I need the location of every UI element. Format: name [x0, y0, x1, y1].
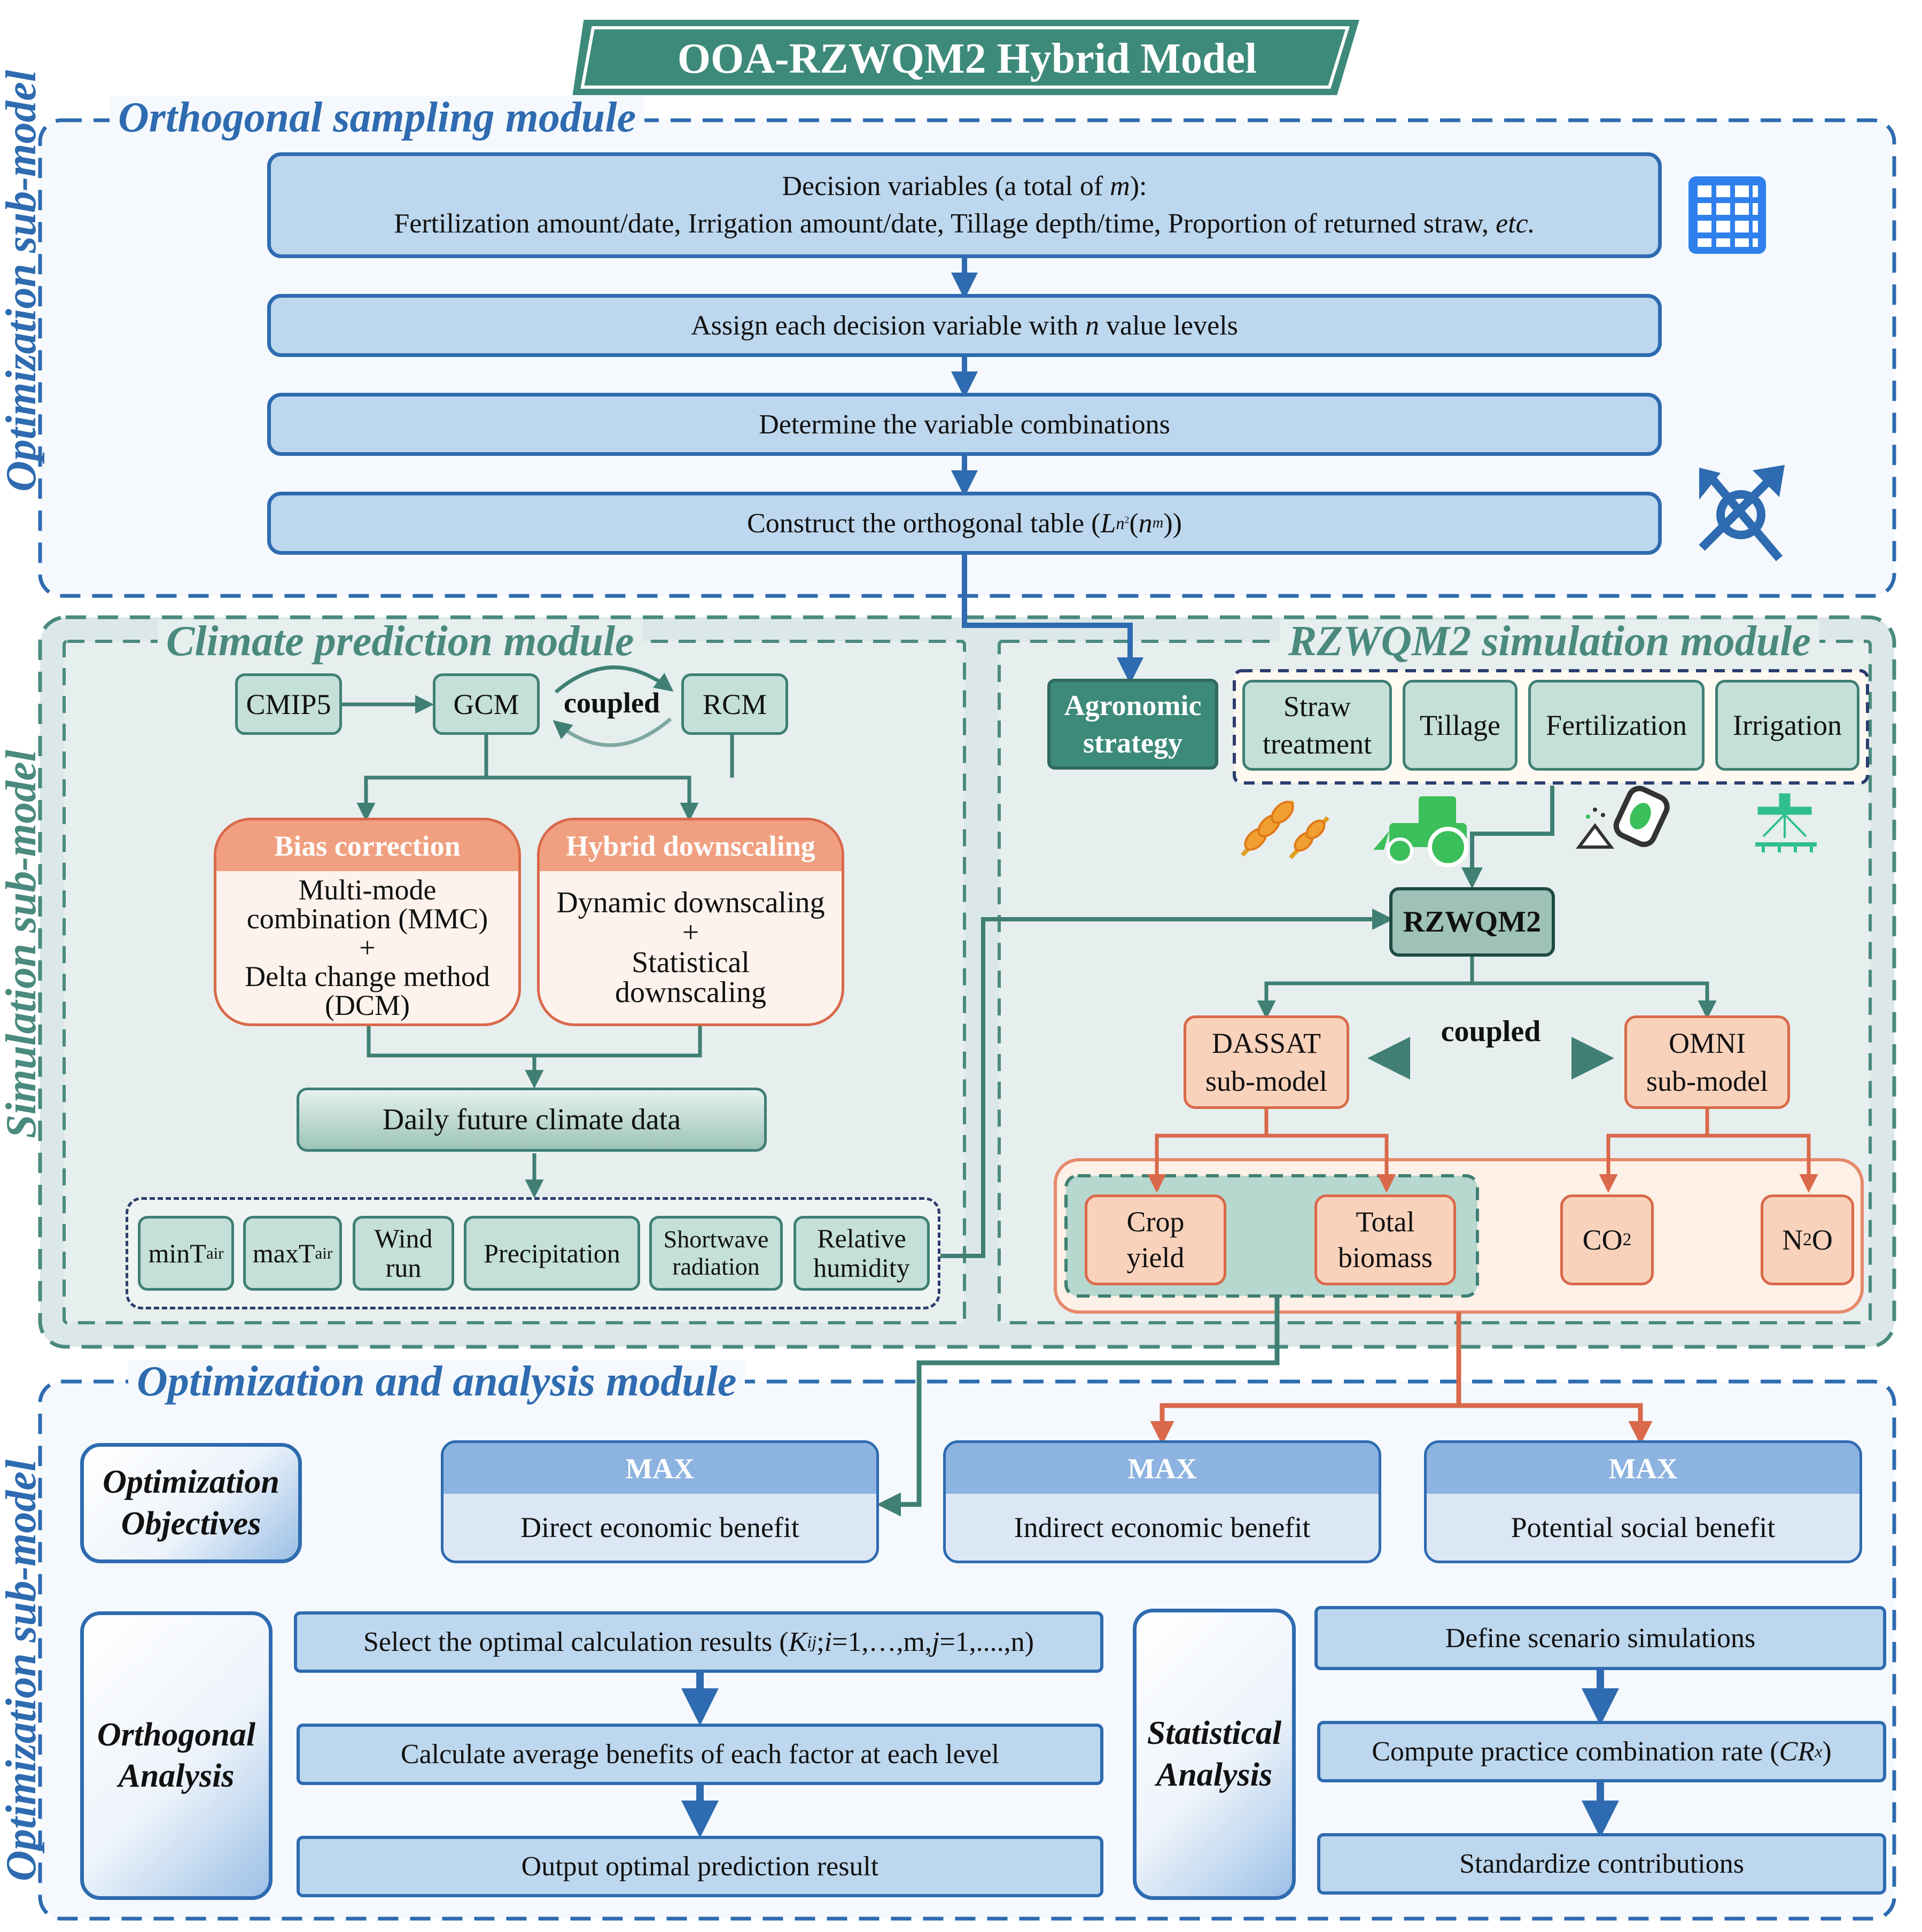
title-banner-shape	[572, 20, 1360, 95]
social-benefit-label: Potential social benefit	[1511, 1511, 1776, 1543]
determine-combinations-box: Determine the variable combinations	[267, 393, 1662, 456]
select-results-box: Select the optimal calculation results (…	[294, 1611, 1103, 1673]
max-label-indirect: MAX	[946, 1443, 1379, 1494]
decision-variables-box: Decision variables (a total of m): Ferti…	[267, 152, 1662, 258]
tillage-box: Tillage	[1403, 680, 1518, 771]
var-precipitation: Precipitation	[464, 1216, 640, 1291]
sprinkler-icon	[1755, 793, 1817, 852]
bias-correction-title: Bias correction	[216, 820, 518, 871]
wheat-icon	[1241, 800, 1329, 859]
gcm-box: GCM	[433, 673, 540, 735]
crossed-arrows-icon	[1699, 465, 1785, 562]
fertilization-box: Fertilization	[1528, 680, 1705, 771]
direct-benefit-box: MAX Direct economic benefit	[441, 1440, 879, 1563]
rzwqm-module-title: RZWQM2 simulation module	[1280, 620, 1819, 663]
coupled-label-rzwqm: coupled	[1441, 1015, 1541, 1048]
irrigation-box: Irrigation	[1715, 680, 1859, 771]
coupled-label-climate: coupled	[563, 687, 660, 719]
indirect-benefit-label: Indirect economic benefit	[1014, 1511, 1311, 1543]
output-result-box: Output optimal prediction result	[297, 1836, 1103, 1897]
optimization-module-title: Optimization and analysis module	[128, 1360, 745, 1403]
side-label-bottom: Optimization sub-model	[0, 1460, 45, 1881]
climate-module-title: Climate prediction module	[158, 620, 643, 663]
hybrid-downscaling-title: Hybrid downscaling	[540, 820, 842, 871]
diagram-title: OOA-RZWQM2 Hybrid Model	[677, 35, 1257, 82]
social-benefit-box: MAX Potential social benefit	[1424, 1440, 1862, 1563]
define-scenarios-box: Define scenario simulations	[1314, 1606, 1886, 1670]
fertilizer-icon	[1576, 786, 1670, 849]
calculate-benefits-box: Calculate average benefits of each facto…	[297, 1724, 1103, 1785]
indirect-benefit-box: MAX Indirect economic benefit	[943, 1440, 1381, 1563]
rcm-box: RCM	[681, 673, 788, 735]
direct-benefit-label: Direct economic benefit	[520, 1511, 799, 1543]
daily-climate-box: Daily future climate data	[297, 1088, 767, 1152]
standardize-box: Standardize contributions	[1317, 1833, 1886, 1895]
hybrid-downscaling-box: Hybrid downscaling Dynamic downscaling+S…	[537, 818, 844, 1026]
max-label-direct: MAX	[443, 1443, 876, 1494]
orthogonal-sampling-title: Orthogonal sampling module	[110, 96, 645, 139]
side-label-top: Optimization sub-model	[0, 70, 45, 492]
rzwqm2-box: RZWQM2	[1389, 887, 1555, 957]
max-label-social: MAX	[1427, 1443, 1859, 1494]
assign-levels-box: Assign each decision variable with n val…	[267, 294, 1662, 357]
tractor-icon	[1373, 796, 1468, 867]
table-grid-icon	[1688, 176, 1766, 254]
cmip5-box: CMIP5	[235, 673, 342, 735]
side-label-middle: Simulation sub-model	[0, 750, 45, 1138]
